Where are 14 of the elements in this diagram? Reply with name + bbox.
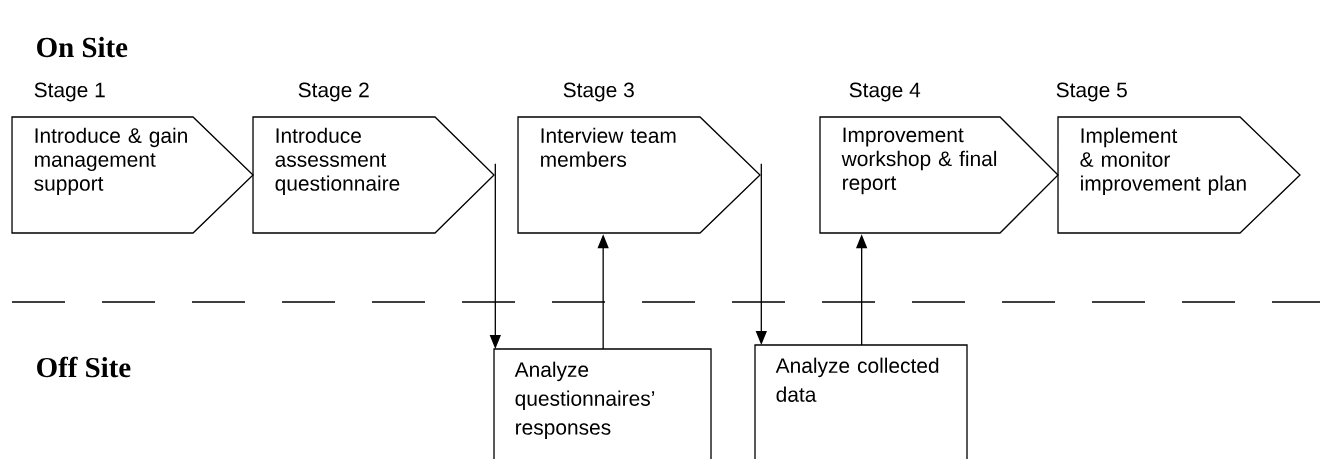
stage-label: Stage 1 xyxy=(34,82,105,102)
stage-label: Stage 5 xyxy=(1056,82,1127,102)
stage-box: Introduce assessment questionnaire xyxy=(252,116,495,234)
stage-label: Stage 2 xyxy=(298,82,369,102)
stage-label: Stage 4 xyxy=(849,82,921,102)
stage-box: Improvement workshop & final report xyxy=(819,116,1059,234)
section-heading: On Site xyxy=(37,36,128,58)
stage-box: Implement & monitor improvement plan xyxy=(1057,116,1301,234)
stage-label: Stage 3 xyxy=(563,82,634,102)
section-heading: Off Site xyxy=(37,356,131,378)
process-box: Analyze collected data xyxy=(754,344,968,459)
stage-box: Introduce & gain management support xyxy=(11,116,254,234)
process-box: Analyze questionnaires’ responses xyxy=(493,348,712,459)
stage-box: Interview team members xyxy=(517,116,761,234)
